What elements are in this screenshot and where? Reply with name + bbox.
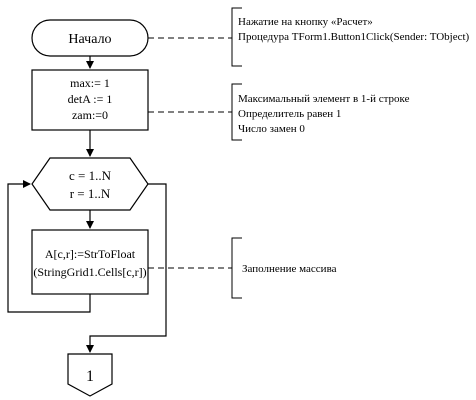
init-line-max: max:= 1 <box>70 76 110 90</box>
loop-back-line <box>7 180 91 313</box>
init-process-box <box>31 69 149 131</box>
offpage-connector <box>67 353 113 397</box>
loop-line-r: r = 1..N <box>70 186 111 201</box>
fill-line-1: A[c,r]:=StrToFloat <box>45 247 136 261</box>
comment-init-line-3: Число замен 0 <box>238 123 305 135</box>
loop-hexagon <box>31 157 149 211</box>
loop-exit-line <box>86 183 167 353</box>
comment-init-line-1: Максимальный элемент в 1-й строке <box>238 93 410 105</box>
init-line-det: detA := 1 <box>68 92 113 106</box>
fill-process-box <box>31 229 149 295</box>
comment-bracket-process <box>231 237 242 299</box>
comment-init-line-2: Определитель равен 1 <box>238 108 341 120</box>
comment-start-line-2: Процедура TForm1.Button1Click(Sender: TO… <box>238 31 470 43</box>
init-line-zam: zam:=0 <box>72 108 108 122</box>
fill-line-2: (StringGrid1.Cells[c,r]) <box>33 265 146 279</box>
comment-start-line-1: Нажатие на кнопку «Расчет» <box>238 16 373 28</box>
connector-label: 1 <box>86 368 94 385</box>
comment-process-line-1: Заполнение массива <box>242 263 337 275</box>
loop-line-c: c = 1..N <box>69 168 112 183</box>
start-label: Начало <box>68 32 111 47</box>
comment-bracket-init <box>231 83 242 141</box>
comment-bracket-start <box>231 7 242 67</box>
